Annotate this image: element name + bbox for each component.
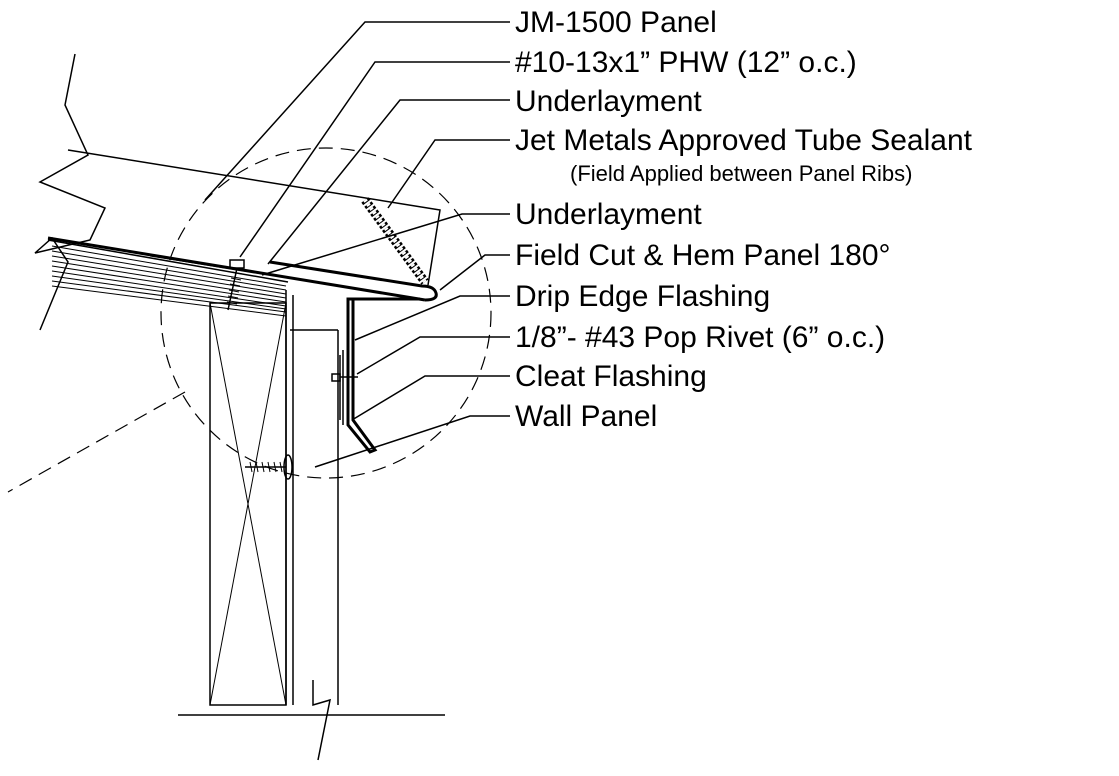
roof-panel [47,149,441,302]
label-sealant: Jet Metals Approved Tube Sealant [515,124,973,157]
tube-sealant-bead [361,197,429,285]
roof-deck [34,53,289,331]
detail-circle [7,147,492,493]
wall-sheathing [178,290,445,761]
label-fastener: #10-13x1” PHW (12” o.c.) [515,46,857,79]
label-drip-edge: Drip Edge Flashing [515,280,770,313]
callout-labels: JM-1500 Panel #10-13x1” PHW (12” o.c.) U… [515,6,973,433]
label-cleat: Cleat Flashing [515,360,707,393]
drip-edge-flashing [339,297,420,454]
label-underlayment-bottom: Underlayment [515,198,702,231]
label-underlayment-top: Underlayment [515,85,702,118]
pop-rivet [331,373,358,382]
label-panel: JM-1500 Panel [515,6,717,39]
leader-lines [204,21,510,468]
label-hem: Field Cut & Hem Panel 180° [515,239,891,272]
wall-screw [245,454,293,480]
wall-stud [209,302,287,706]
label-sealant-note: (Field Applied between Panel Ribs) [570,161,912,186]
label-wall-panel: Wall Panel [515,400,657,433]
label-rivet: 1/8”- #43 Pop Rivet (6” o.c.) [515,321,885,354]
